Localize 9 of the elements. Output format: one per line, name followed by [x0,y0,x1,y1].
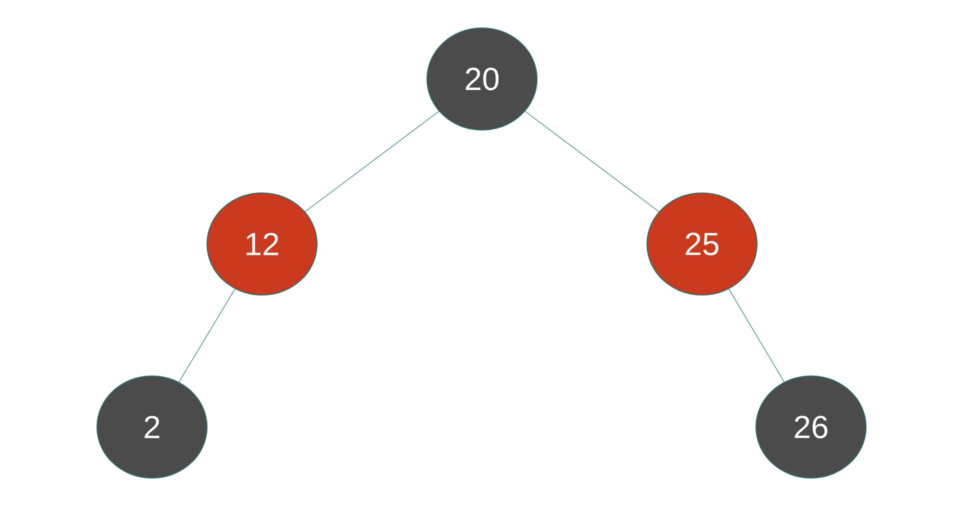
tree-edge [728,288,785,382]
tree-node: 25 [646,192,758,296]
tree-edge [304,111,440,212]
tree-node: 12 [206,192,318,296]
tree-node: 2 [96,376,208,478]
tree-node: 26 [756,376,866,478]
tree-edge [178,288,236,382]
tree-edge [524,111,660,212]
tree-node: 20 [426,28,538,130]
